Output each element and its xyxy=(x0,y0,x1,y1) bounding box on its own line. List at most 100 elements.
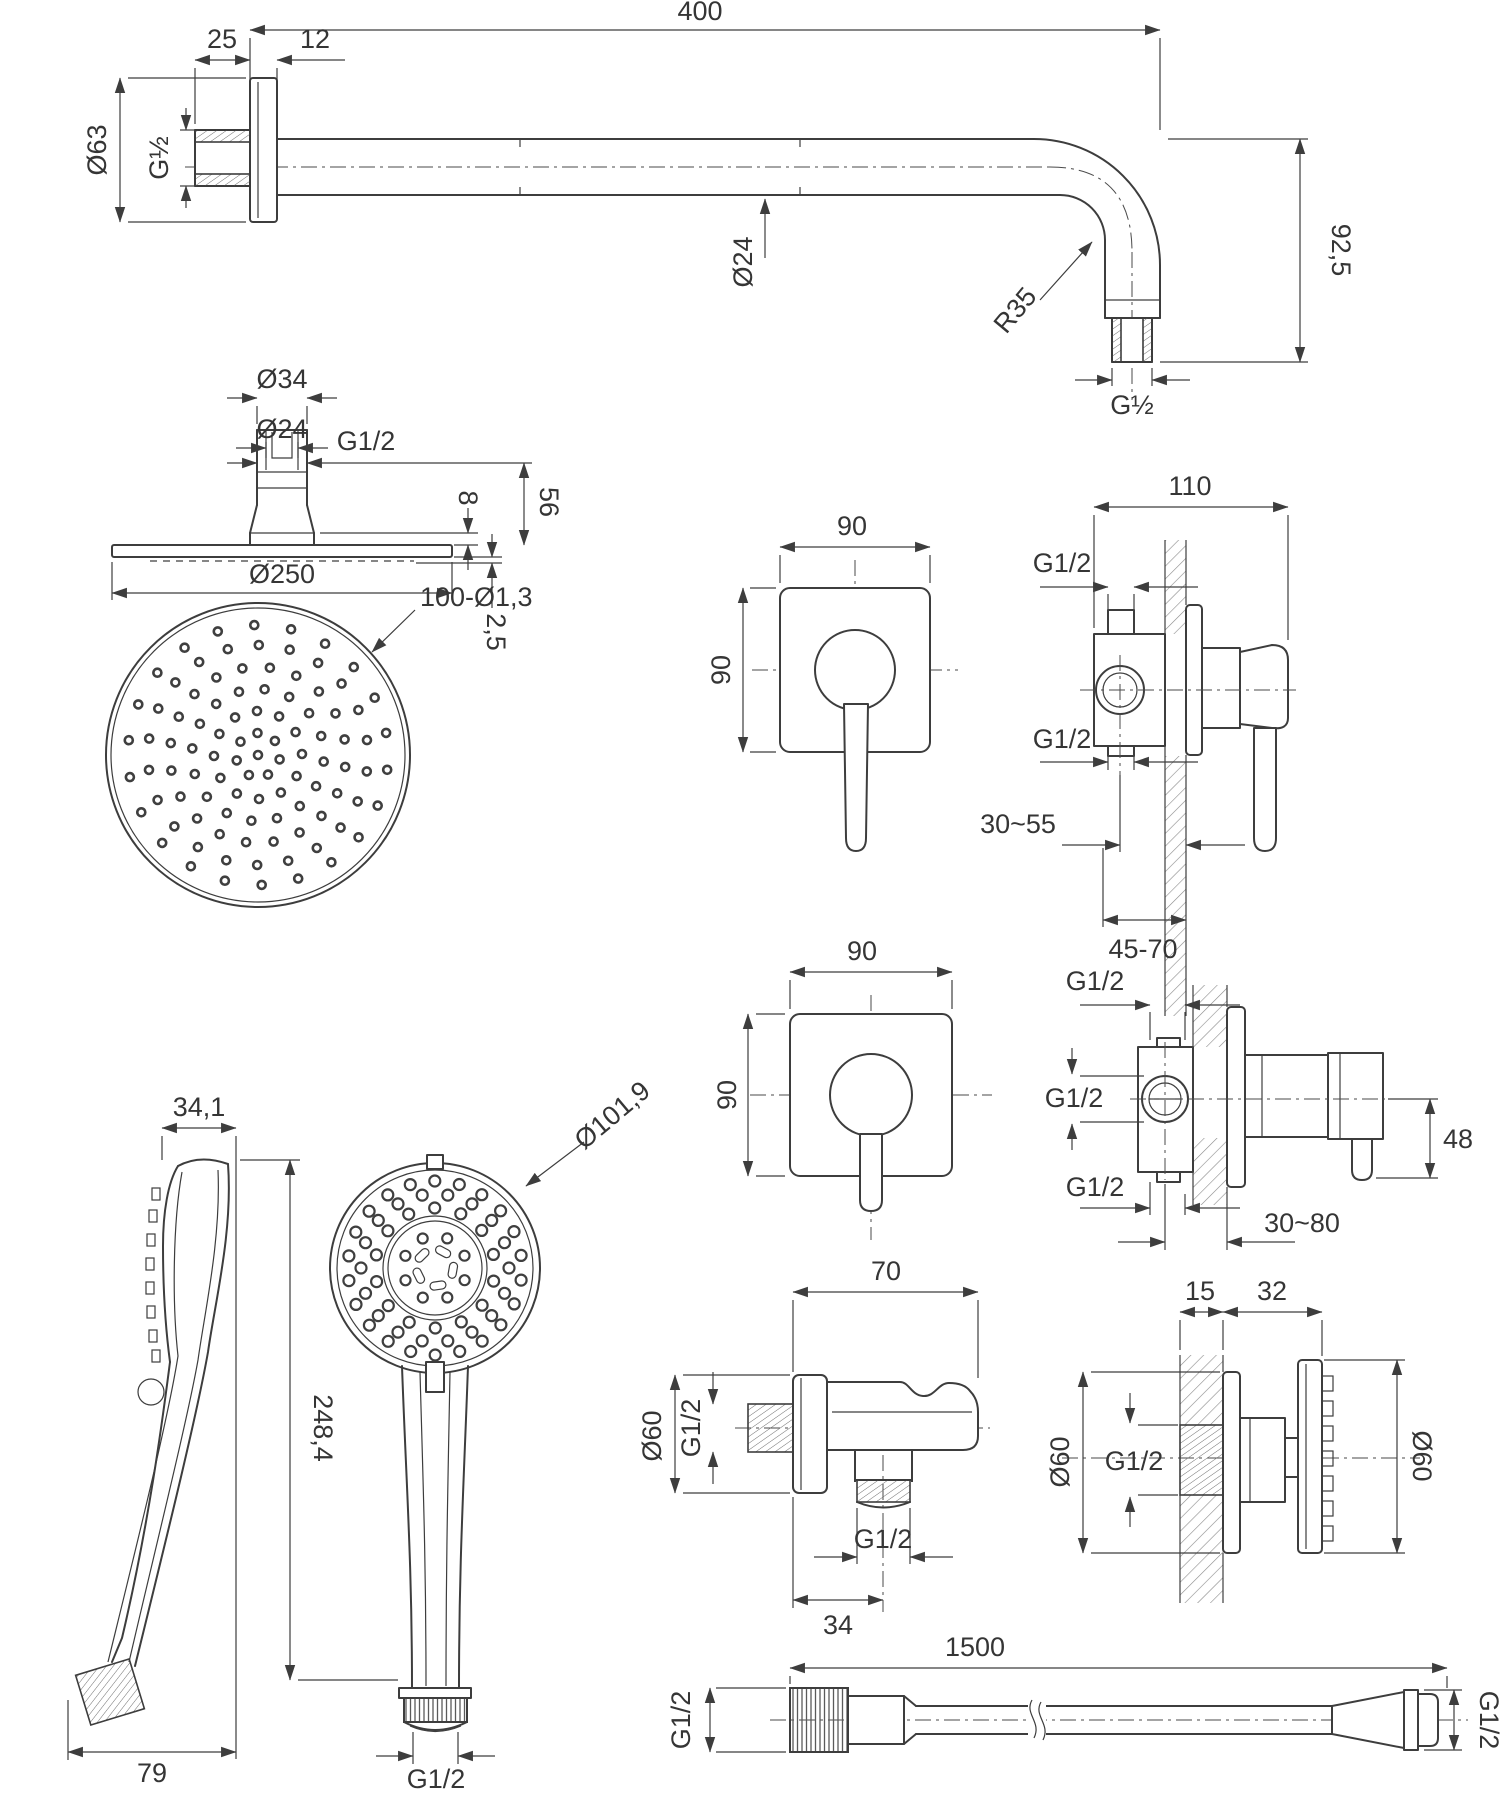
dim-holder-depth: 32 xyxy=(1257,1276,1287,1306)
dim-head-top-dia: Ø34 xyxy=(256,364,307,394)
holder-plate xyxy=(1222,1371,1241,1554)
dim-holder-wall: 15 xyxy=(1185,1276,1215,1306)
label-diverter-thread-mid: G1/2 xyxy=(1045,1083,1104,1113)
hand-face-slider xyxy=(425,1361,445,1393)
dim-diverter-w: 90 xyxy=(847,936,877,966)
label-holder-thread: G1/2 xyxy=(1105,1446,1164,1476)
hose-nipple-right xyxy=(1417,1693,1439,1747)
holder-view: 15 32 Ø60 G1/2 Ø60 xyxy=(1045,1276,1437,1603)
dim-hose-length: 1500 xyxy=(945,1632,1005,1662)
dim-diverter-range-wall: 30~80 xyxy=(1264,1208,1340,1238)
holder-neck xyxy=(1284,1437,1299,1478)
label-diverter-thread-top: G1/2 xyxy=(1066,966,1125,996)
arm-wall-flange xyxy=(249,77,278,223)
dim-hand-length: 248,4 xyxy=(308,1394,338,1462)
head-nozzles xyxy=(123,619,393,891)
hand-collar-flange xyxy=(398,1687,472,1699)
diverter-side-view: G1/2 G1/2 G1/2 48 30~80 xyxy=(1045,966,1473,1250)
dim-holder-face-dia: Ø60 xyxy=(1407,1430,1437,1481)
dim-elbow-offset: 34 xyxy=(823,1610,853,1640)
hand-face-jet-slots xyxy=(412,1245,459,1291)
head-face-view: 100-Ø1,3 xyxy=(105,582,533,908)
hand-shower-hook-ring xyxy=(137,1378,165,1406)
mixer-lever xyxy=(843,703,869,852)
label-elbow-thread-out: G1/2 xyxy=(854,1524,913,1554)
head-plate xyxy=(111,544,453,558)
diverter-outlet-stub xyxy=(1351,1138,1373,1181)
arm-bend-outer xyxy=(1033,138,1161,319)
dim-head-inner-dia: Ø24 xyxy=(256,414,307,444)
mixer-inlet-top xyxy=(1107,609,1135,635)
label-hand-thread: G1/2 xyxy=(407,1764,466,1794)
elbow-outlet-thread xyxy=(856,1479,911,1503)
hand-shower-face-view: 248,4 Ø101,9 G1/2 xyxy=(240,1075,656,1794)
diverter-cap xyxy=(1327,1052,1384,1140)
dim-hand-face-dia: Ø101,9 xyxy=(569,1075,656,1155)
label-arm-wall-thread: G½ xyxy=(144,136,174,180)
hose-cone-right xyxy=(1331,1691,1405,1749)
hose-nut-left xyxy=(789,1687,849,1753)
mixer-front-view: 90 90 xyxy=(706,511,958,852)
dim-arm-length: 400 xyxy=(677,0,722,26)
label-hose-thread-left: G1/2 xyxy=(666,1691,696,1750)
label-arm-bend-radius: R35 xyxy=(988,282,1043,339)
dim-head-joint-h: 8 xyxy=(453,490,483,505)
head-side-view: Ø34 Ø24 G1/2 56 8 2,5 Ø250 xyxy=(111,364,564,651)
elbow-inlet-thread xyxy=(747,1403,794,1453)
mixer-handle xyxy=(1239,644,1289,730)
label-elbow-thread-in: G1/2 xyxy=(676,1399,706,1458)
dim-mixer-h: 90 xyxy=(706,655,736,685)
elbow-holder-arm xyxy=(826,1381,979,1451)
dim-mixer-depth: 110 xyxy=(1168,471,1211,501)
hand-face-mid-nozzles xyxy=(399,1232,471,1304)
hand-collar-thread xyxy=(403,1697,468,1723)
dim-arm-flange-dia: Ø63 xyxy=(82,124,112,175)
diverter-body-front xyxy=(1244,1054,1329,1138)
hose-collar-left xyxy=(847,1695,905,1745)
dim-arm-drop: 92,5 xyxy=(1326,224,1356,277)
dim-arm-stub: 25 xyxy=(207,24,237,54)
mixer-body-front xyxy=(1201,647,1241,729)
mixer-side-view: 110 G1/2 G1/2 30~55 45-70 xyxy=(980,471,1296,1016)
dim-head-edge-t: 2,5 xyxy=(481,613,511,651)
arm-bend-inner xyxy=(1059,194,1106,319)
dim-hand-head-w: 34,1 xyxy=(173,1092,226,1122)
mixer-inlet-bottom xyxy=(1107,745,1135,757)
hand-shower-spray-bumps xyxy=(145,1187,161,1363)
diverter-knob xyxy=(829,1053,913,1137)
hand-shower-side-view: 34,1 79 xyxy=(67,1092,237,1788)
dim-diverter-drop: 48 xyxy=(1443,1124,1473,1154)
mixer-knob xyxy=(814,629,896,711)
hand-face-tab xyxy=(426,1154,444,1170)
label-diverter-thread-bottom: G1/2 xyxy=(1066,1172,1125,1202)
dim-holder-plate-dia: Ø60 xyxy=(1045,1436,1075,1487)
shower-arm-view: 400 25 12 Ø63 G½ Ø24 R35 92,5 G½ xyxy=(82,0,1356,420)
label-mixer-thread-bottom: G1/2 xyxy=(1033,724,1092,754)
holder-face-disc xyxy=(1297,1359,1323,1554)
dim-arm-flange: 12 xyxy=(300,24,330,54)
dim-elbow-plate-dia: Ø60 xyxy=(637,1410,667,1461)
hand-shower-thread-end xyxy=(74,1657,146,1727)
dim-elbow-depth: 70 xyxy=(871,1256,901,1286)
dim-arm-pipe-dia: Ø24 xyxy=(728,236,758,287)
dim-head-stem-h: 56 xyxy=(534,487,564,517)
mixer-escutcheon xyxy=(1185,604,1203,756)
mixer-handle-lever xyxy=(1253,727,1277,852)
elbow-view: 70 Ø60 G1/2 G1/2 34 xyxy=(637,1256,990,1640)
label-head-thread: G1/2 xyxy=(337,426,396,456)
dim-hand-base-w: 79 xyxy=(137,1758,167,1788)
label-head-nozzle-count: 100-Ø1,3 xyxy=(420,582,533,612)
diverter-front-view: 90 90 xyxy=(712,936,992,1240)
label-arm-outlet-thread: G½ xyxy=(1110,390,1154,420)
diverter-escutcheon xyxy=(1226,1006,1246,1188)
hand-face-outer-nozzles xyxy=(342,1174,528,1362)
dim-mixer-range-wall: 30~55 xyxy=(980,809,1056,839)
hose-view: 1500 G1/2 G1/2 xyxy=(666,1632,1500,1753)
label-mixer-thread-top: G1/2 xyxy=(1033,548,1092,578)
dim-mixer-range-trim: 45-70 xyxy=(1108,934,1177,964)
holder-thread xyxy=(1179,1424,1224,1496)
label-hose-thread-right: G1/2 xyxy=(1474,1691,1500,1750)
holder-face-bumps xyxy=(1321,1375,1334,1542)
